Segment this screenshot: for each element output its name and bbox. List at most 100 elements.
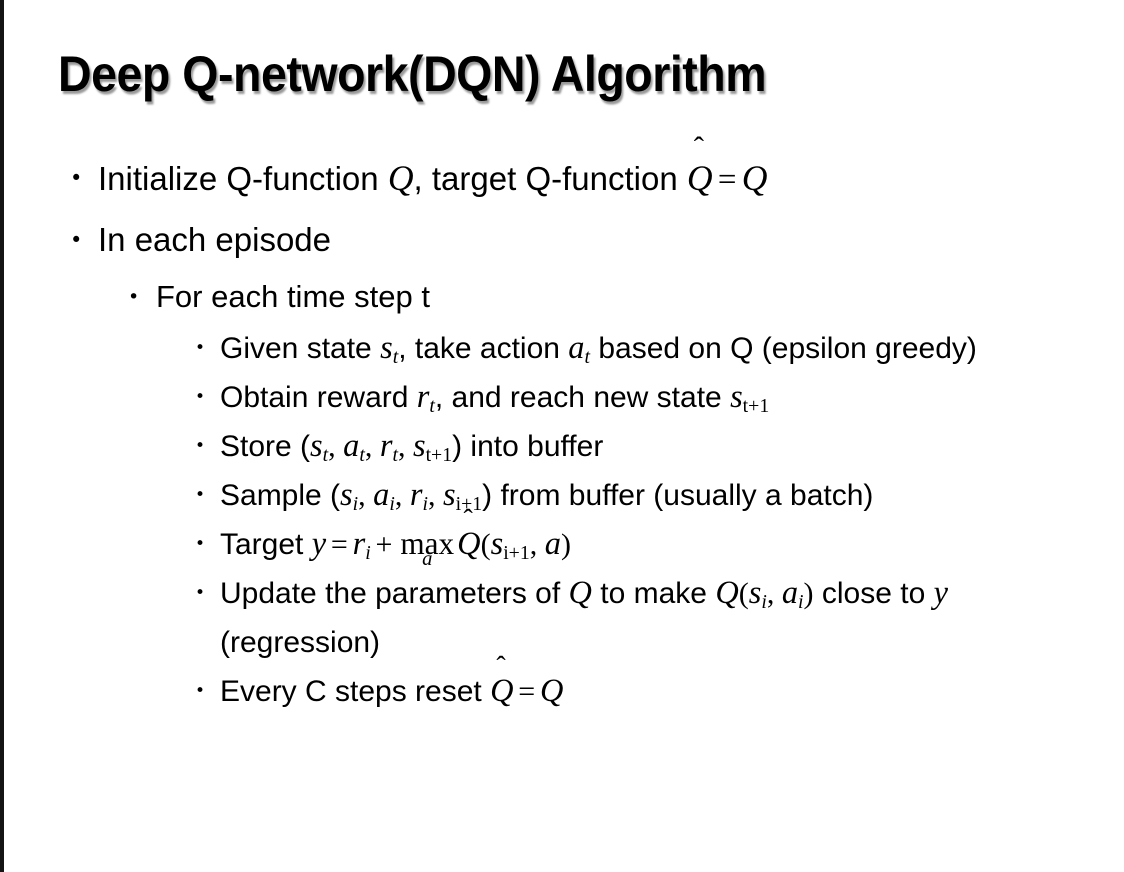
bullet-marker-icon: •: [195, 436, 206, 456]
math-operator-equals: =: [330, 528, 348, 561]
bullet-text-store-into-buffer: Store (st, at, rt, st+1) into buffer: [220, 422, 1098, 471]
text-run: ,: [328, 430, 344, 463]
math-subscript-i: i: [352, 493, 359, 516]
text-run: to make: [591, 577, 716, 610]
slide-title: Deep Q-network(DQN) Algorithm: [58, 46, 767, 102]
math-subscript-t: t: [584, 346, 591, 369]
bullet-item-sample-from-buffer: • Sample (si, ai, ri, si+1) from buffer …: [0, 471, 1124, 520]
bullet-item-in-each-episode: • In each episode: [0, 210, 1124, 270]
bullet-text-given-state: Given state st, take action at based on …: [220, 324, 1098, 373]
math-subscript-t-plus-1: t+1: [425, 444, 453, 467]
math-subscript-t: t: [392, 444, 398, 467]
bullet-text-sample-from-buffer: Sample (si, ai, ri, si+1) from buffer (u…: [220, 471, 1098, 520]
bullet-marker-icon: •: [128, 286, 140, 308]
math-symbol-s: s: [490, 526, 504, 562]
math-subscript-t: t: [429, 395, 435, 418]
math-symbol-a: a: [568, 330, 585, 366]
text-run: ,: [529, 528, 545, 561]
math-subscript-t: t: [392, 346, 399, 369]
bullet-item-store-into-buffer: • Store (st, at, rt, st+1) into buffer: [0, 422, 1124, 471]
bullet-marker-icon: •: [195, 387, 206, 407]
math-paren-close: ): [560, 528, 571, 561]
text-run: max: [400, 526, 455, 561]
text-run: ,: [358, 479, 374, 512]
bullet-marker-icon: •: [195, 338, 206, 358]
text-run: , target Q-function: [413, 160, 687, 197]
math-subscript-t-plus-1: t+1: [742, 395, 770, 418]
math-symbol-r: r: [409, 477, 423, 513]
circumflex-accent-icon: ˆ: [693, 130, 705, 165]
math-subscript-i: i: [761, 591, 767, 614]
math-subscript-i-plus-1: i+1: [503, 542, 530, 565]
bullet-item-obtain-reward: • Obtain reward rt, and reach new state …: [0, 373, 1124, 422]
math-subscript-i: i: [365, 542, 371, 565]
math-symbol-q: Q: [715, 575, 739, 611]
math-operator-equals: =: [518, 675, 536, 708]
math-operator-plus: +: [375, 528, 393, 561]
math-symbol-a: a: [343, 428, 360, 464]
math-paren-open: (: [480, 528, 491, 561]
math-subscript-t: t: [322, 444, 329, 467]
bullet-marker-icon: •: [195, 681, 206, 701]
text-run: ,: [766, 577, 782, 610]
circumflex-accent-icon: ˆ: [496, 651, 506, 683]
text-run: Q: [457, 526, 481, 562]
math-symbol-s: s: [730, 379, 743, 415]
math-symbol-q: Q: [387, 158, 414, 198]
math-symbol-q: Q: [568, 575, 592, 611]
math-paren-open: (: [738, 577, 749, 610]
math-subscript-i: i: [798, 591, 804, 614]
text-run: Initialize Q-function: [98, 160, 388, 197]
text-run: Given state: [220, 332, 381, 365]
math-symbol-s: s: [748, 575, 762, 611]
text-run: , and reach new state: [434, 381, 731, 414]
bullet-text-obtain-reward: Obtain reward rt, and reach new state st…: [220, 373, 1098, 422]
math-symbol-s: s: [310, 428, 323, 464]
text-run: close to: [813, 577, 934, 610]
text-run: Store (: [220, 430, 311, 463]
bullet-list: • Initialize Q-function Q, target Q-func…: [0, 133, 1124, 716]
text-run: ,: [364, 430, 380, 463]
text-run: ) from buffer (usually a batch): [482, 479, 874, 512]
text-run: ) into buffer: [452, 430, 604, 463]
text-run: ,: [427, 479, 443, 512]
text-run: Every C steps reset: [220, 675, 491, 708]
circumflex-accent-icon: ˆ: [463, 504, 473, 536]
bullet-text-update-parameters: Update the parameters of Q to make Q(si,…: [220, 569, 1098, 667]
text-run: based on Q (epsilon greedy): [590, 332, 977, 365]
bullet-item-given-state: • Given state st, take action at based o…: [0, 324, 1124, 373]
text-run: (regression): [220, 626, 381, 659]
text-run: Q: [686, 158, 713, 198]
math-subscript-i-plus-1: i+1: [455, 493, 483, 516]
math-symbol-a: a: [781, 575, 799, 611]
bullet-marker-icon: •: [70, 228, 83, 252]
text-run: Target: [220, 528, 312, 561]
math-symbol-s: s: [412, 428, 426, 464]
text-run: , take action: [398, 332, 569, 365]
text-run: Obtain reward: [220, 381, 417, 414]
math-subscript-i: i: [422, 493, 428, 516]
math-symbol-s: s: [380, 330, 393, 366]
math-symbol-r: r: [379, 428, 393, 464]
text-run: ,: [397, 430, 413, 463]
math-symbol-q: Q: [741, 158, 768, 198]
math-symbol-r: r: [416, 379, 430, 415]
math-symbol-q: Q: [540, 673, 564, 709]
text-run: Sample (: [220, 479, 341, 512]
math-operator-equals: =: [717, 162, 737, 198]
math-subscript-t: t: [359, 444, 365, 467]
math-symbol-y: y: [933, 575, 948, 611]
math-symbol-s: s: [442, 477, 456, 513]
bullet-item-update-parameters: • Update the parameters of Q to make Q(s…: [0, 569, 1124, 667]
bullet-marker-icon: •: [195, 485, 206, 505]
bullet-text-for-each-time-step: For each time step t: [156, 279, 430, 314]
math-subscript-i: i: [389, 493, 395, 516]
bullet-item-for-each-time-step: • For each time step t: [0, 270, 1124, 324]
text-run: ,: [394, 479, 410, 512]
